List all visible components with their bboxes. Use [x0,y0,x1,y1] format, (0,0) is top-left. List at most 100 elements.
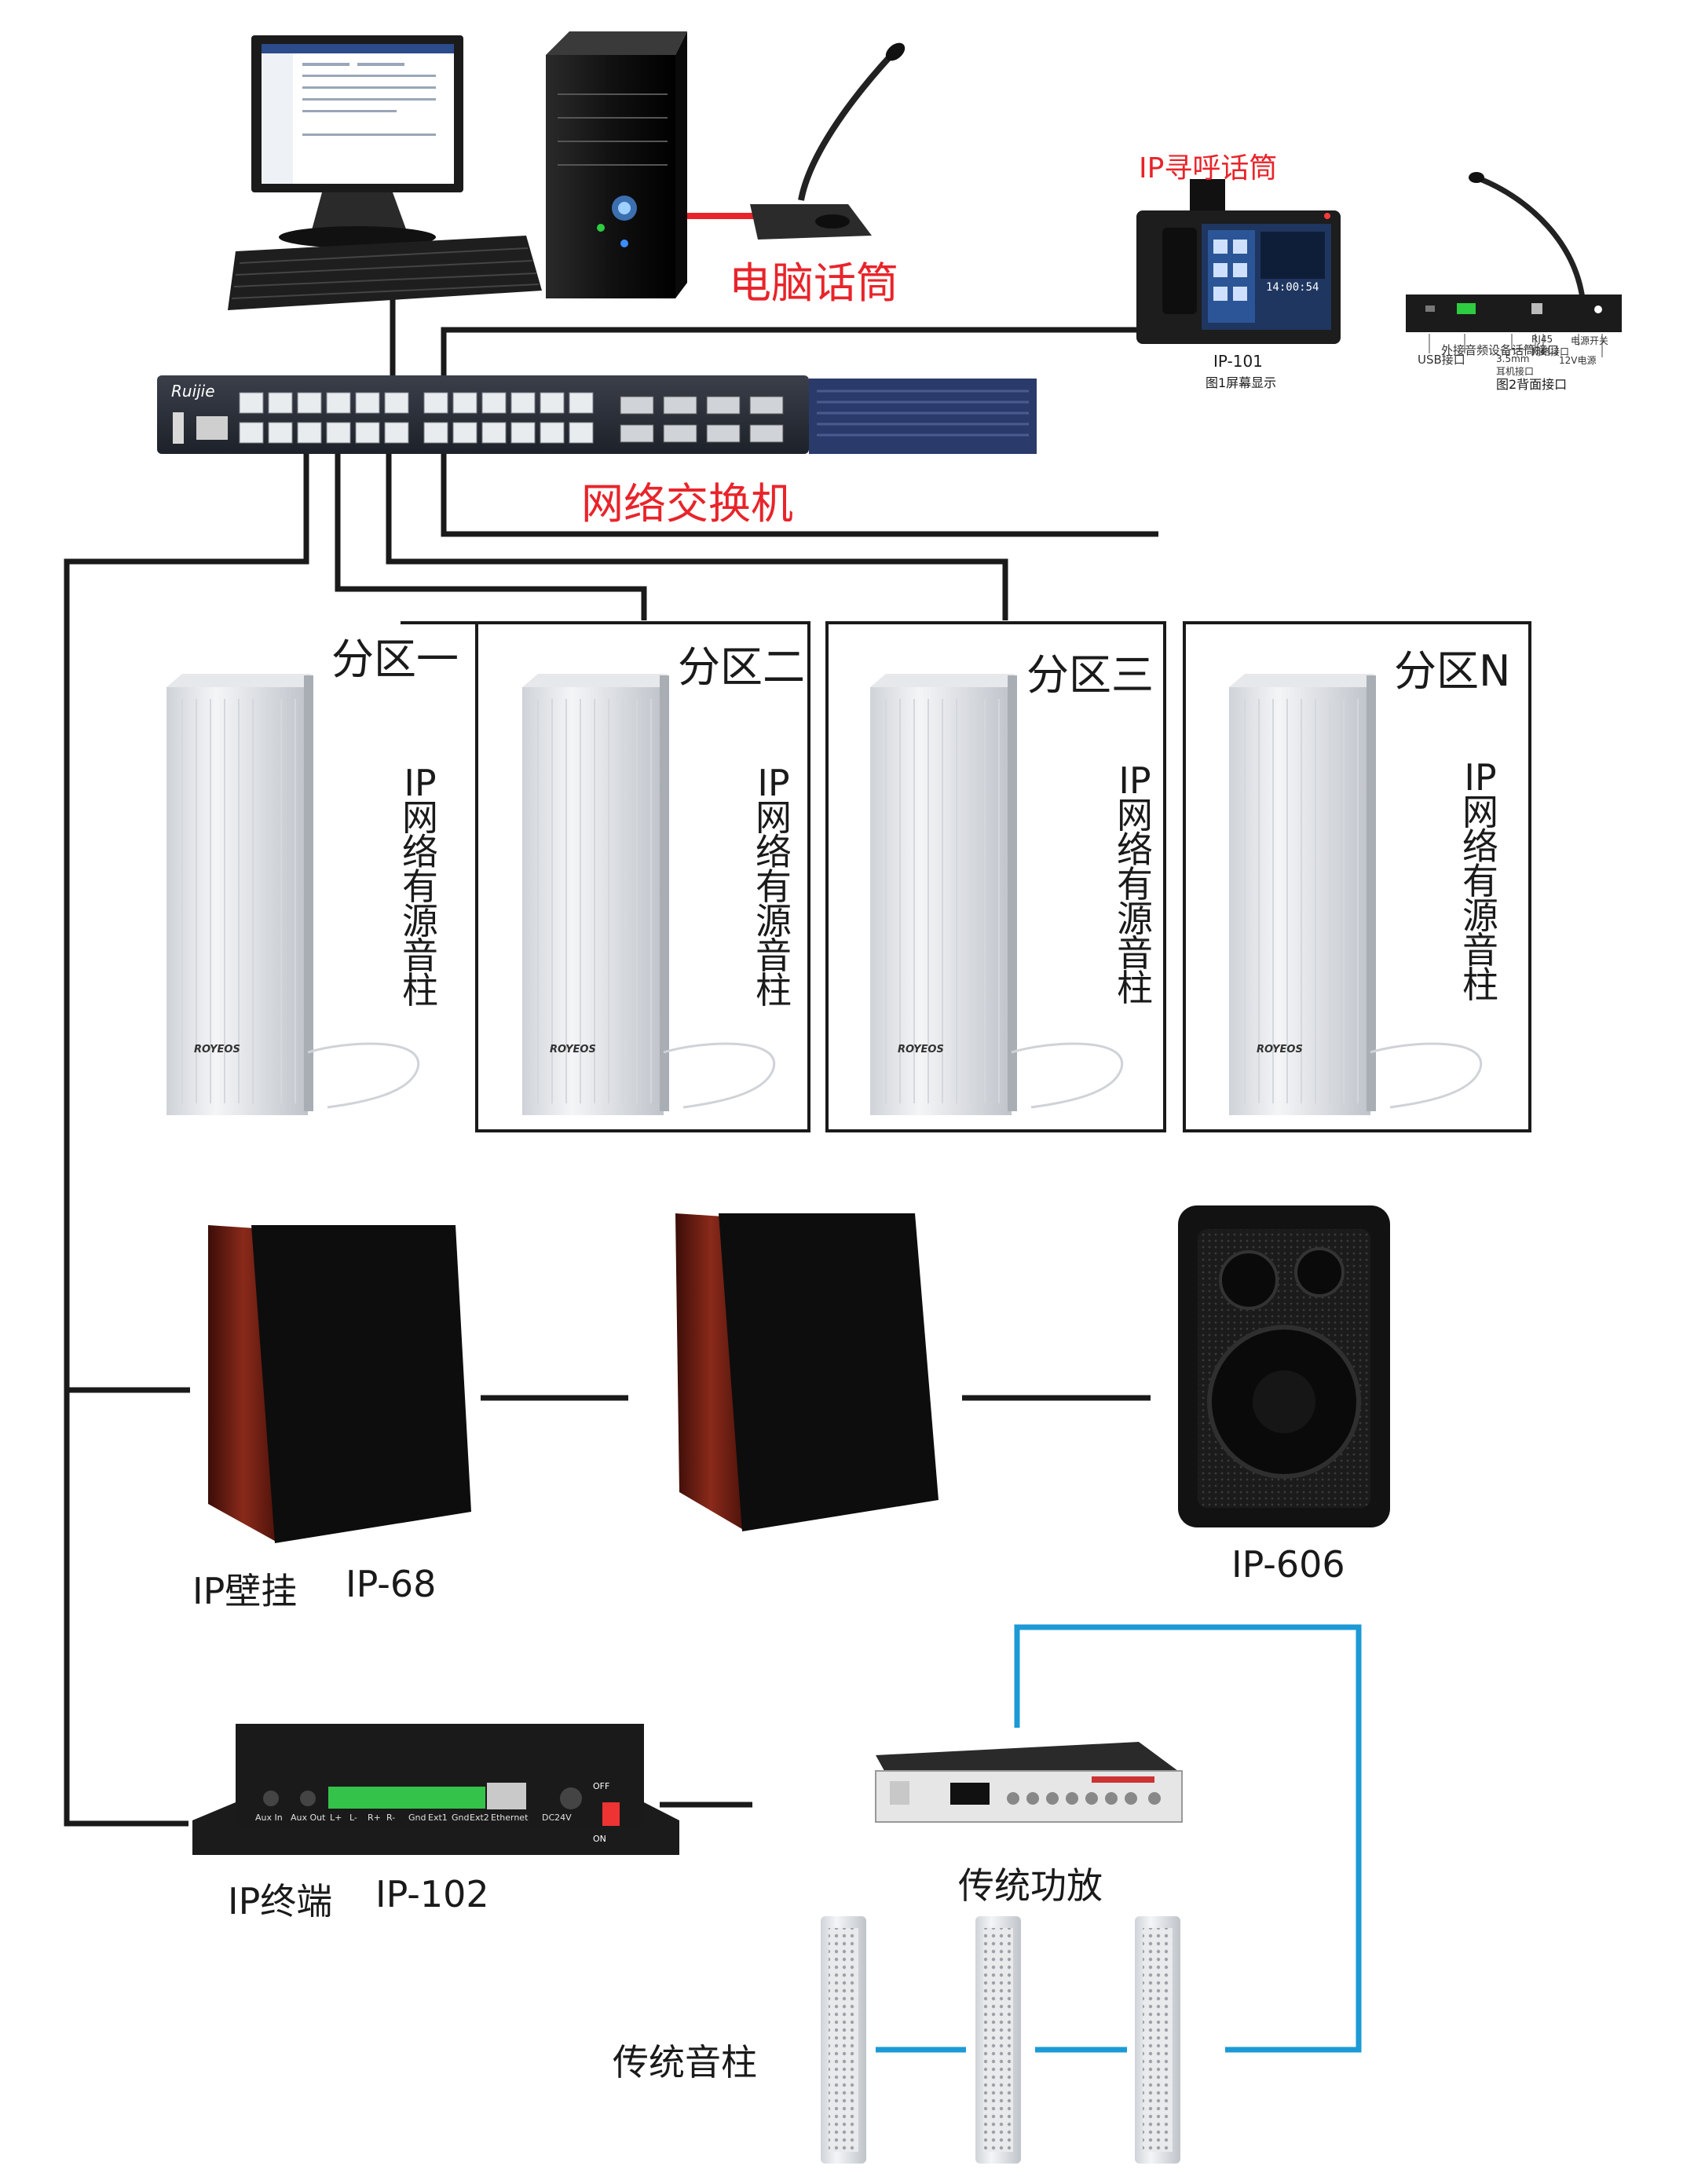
switch-rj45-port [268,392,293,414]
zone-box-n [1183,621,1531,1132]
amp-label: 传统功放 [958,1864,1103,1907]
switch-rj45-port [452,392,477,414]
desktop-computer-icon [228,35,542,310]
pc-mic-label: 电脑话筒 [729,258,898,308]
wire-zone3 [386,452,1008,620]
ip101-pager-icon: 14:00:54 [1136,179,1341,344]
zonen-label: 分区N [1394,646,1511,696]
zone-box-2 [475,621,810,1132]
switch-rj45-port [423,392,448,414]
network-switch-icon: Ruijie [157,375,1037,454]
ip102-port-label: Aux Out [291,1813,326,1823]
switch-sfp-port [620,424,654,443]
switch-rj45-port [239,392,264,414]
traditional-column-speaker-3 [1135,1916,1180,2164]
switch-rj45-port [540,422,565,444]
trad-column-label: 传统音柱 [613,2041,757,2083]
speaker-brand-label: ROYEOS [194,1044,240,1055]
back-port-usb: USB接口 [1418,353,1465,367]
wire-amp-loop [1014,1624,1362,2053]
ip102-port-label: L+ [330,1813,342,1823]
desk-microphone-icon [750,42,906,240]
switch-ports [239,392,594,444]
ip102-port-label: R+ [368,1813,381,1823]
switch-rj45-port [481,392,507,414]
ip102-port-label: Ext2 [470,1813,489,1823]
ip102-port-label: DC24V [542,1813,572,1823]
speaker-brand-label: ROYEOS [898,1044,944,1055]
pager-back-panel-icon [1406,172,1622,357]
pager-screen-time: 14:00:54 [1266,281,1319,294]
wire-main-trunk [64,452,309,1827]
switch-sfp-port [706,396,741,415]
terminal-label: IP终端 [228,1880,333,1922]
traditional-column-speaker-1 [821,1916,866,2164]
wire-switch-ip101 [441,327,1139,377]
ip102-port-label: Gnd [408,1813,426,1823]
switch-rj45-port [510,422,536,444]
switch-rj45-port [268,422,293,444]
switch-rj45-port [384,392,409,414]
switch-rj45-port [297,392,322,414]
pc-tower-icon [546,31,687,298]
ip102-port-label: L- [349,1813,357,1823]
switch-rj45-port [481,422,507,444]
speaker-brand-label: ROYEOS [1257,1044,1303,1055]
ip102-label: IP-102 [375,1873,489,1915]
ip606-cabinet-speaker [1178,1205,1390,1527]
switch-rj45-port [569,392,594,414]
zone-box-3 [825,621,1166,1132]
ip-column-speaker: ROYEOS [166,674,420,1115]
wire-zone2 [335,452,647,620]
ip102-port-label: Ethernet [491,1813,529,1823]
traditional-column-speaker-2 [975,1916,1021,2164]
back-port-power-switch: 电源开关 [1571,335,1609,346]
back-panel-caption: 图2背面接口 [1496,377,1568,392]
switch-rj45-port [423,422,448,444]
ip-pager-mic-label: IP寻呼话筒 [1139,152,1278,185]
ip102-port-label: Ext1 [428,1813,448,1823]
blue-wires [876,1624,1362,2053]
ip606-label: IP-606 [1231,1543,1345,1586]
switch-sfp-port [749,424,784,443]
zone2-label: 分区二 [678,642,805,692]
switch-rj45-port [297,422,322,444]
switch-sfp-port [749,396,784,415]
speaker-brand-label: ROYEOS [550,1044,596,1055]
switch-label: 网络交换机 [581,479,793,529]
back-port-headphone: 3.5mm 耳机接口 [1496,353,1535,377]
switch-rj45-port [326,392,351,414]
network-wires [64,298,1158,1827]
switch-rj45-port [355,392,380,414]
ip102-on-label: ON [593,1834,606,1844]
switch-rj45-port [540,392,565,414]
switch-sfp-port [620,396,654,415]
ip-column-speaker: ROYEOS [1229,674,1483,1115]
switch-sfp-port [663,424,697,443]
switch-rj45-port [569,422,594,444]
ip102-off-label: OFF [593,1781,609,1791]
switch-sfp-port [663,396,697,415]
switch-rj45-port [452,422,477,444]
switch-brand: Ruijie [171,382,215,401]
switch-sfp-ports [620,396,784,443]
ip101-caption: 图1屏幕显示 [1206,375,1277,390]
ip102-port-label: Gnd [452,1813,469,1823]
ip-column-speaker: ROYEOS [870,674,1124,1115]
wire-zoneN [441,452,1158,537]
ip-column-speakers: ROYEOS ROYEOS ROYEOS ROYEOS [166,674,1483,1115]
switch-sfp-port [706,424,741,443]
back-port-12v: 12V电源 [1559,355,1597,366]
zone-boxes [401,621,1531,1132]
switch-rj45-port [510,392,536,414]
back-port-ext-mic: 外接音频设备话筒接口 [1441,343,1560,357]
switch-rj45-port [326,422,351,444]
